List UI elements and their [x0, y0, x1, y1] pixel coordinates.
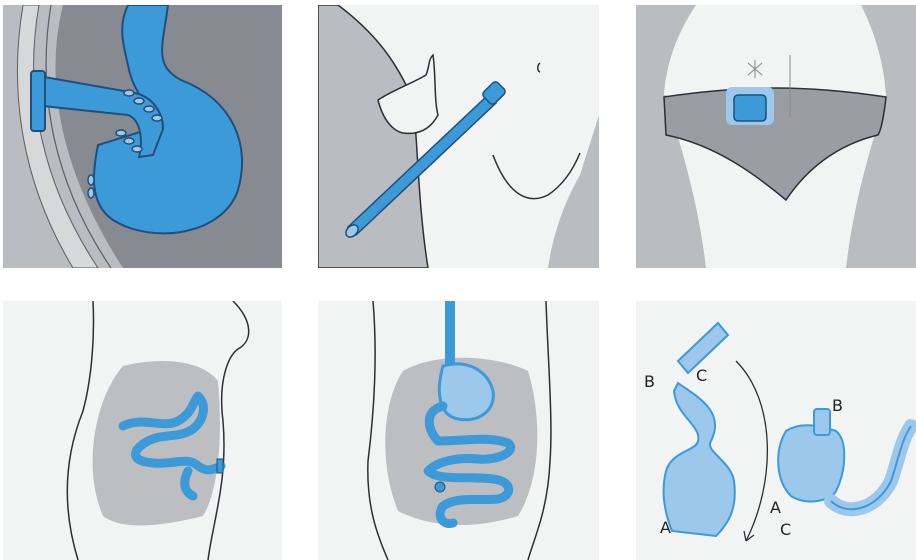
panel-tube-insertion	[318, 5, 599, 268]
stomach-after	[778, 425, 844, 501]
label-b-right: B	[832, 396, 843, 415]
label-c-left: C	[696, 366, 707, 385]
panel-torso-patch	[636, 5, 916, 268]
panel-procedure-labels: B C A B A C	[636, 301, 916, 560]
label-a-left: A	[660, 518, 671, 537]
panel-side-intestine	[3, 301, 282, 560]
label-a-right: A	[770, 498, 781, 517]
patch	[734, 95, 766, 121]
external-bolster	[31, 71, 45, 131]
panel-digestive-system	[318, 301, 599, 560]
label-b-left: B	[644, 372, 655, 391]
panel-stomach-tube	[3, 5, 282, 268]
label-c-right: C	[780, 520, 791, 539]
stomach-tube-neck	[814, 409, 830, 435]
abdominal-region	[93, 361, 220, 525]
stoma	[435, 482, 445, 492]
